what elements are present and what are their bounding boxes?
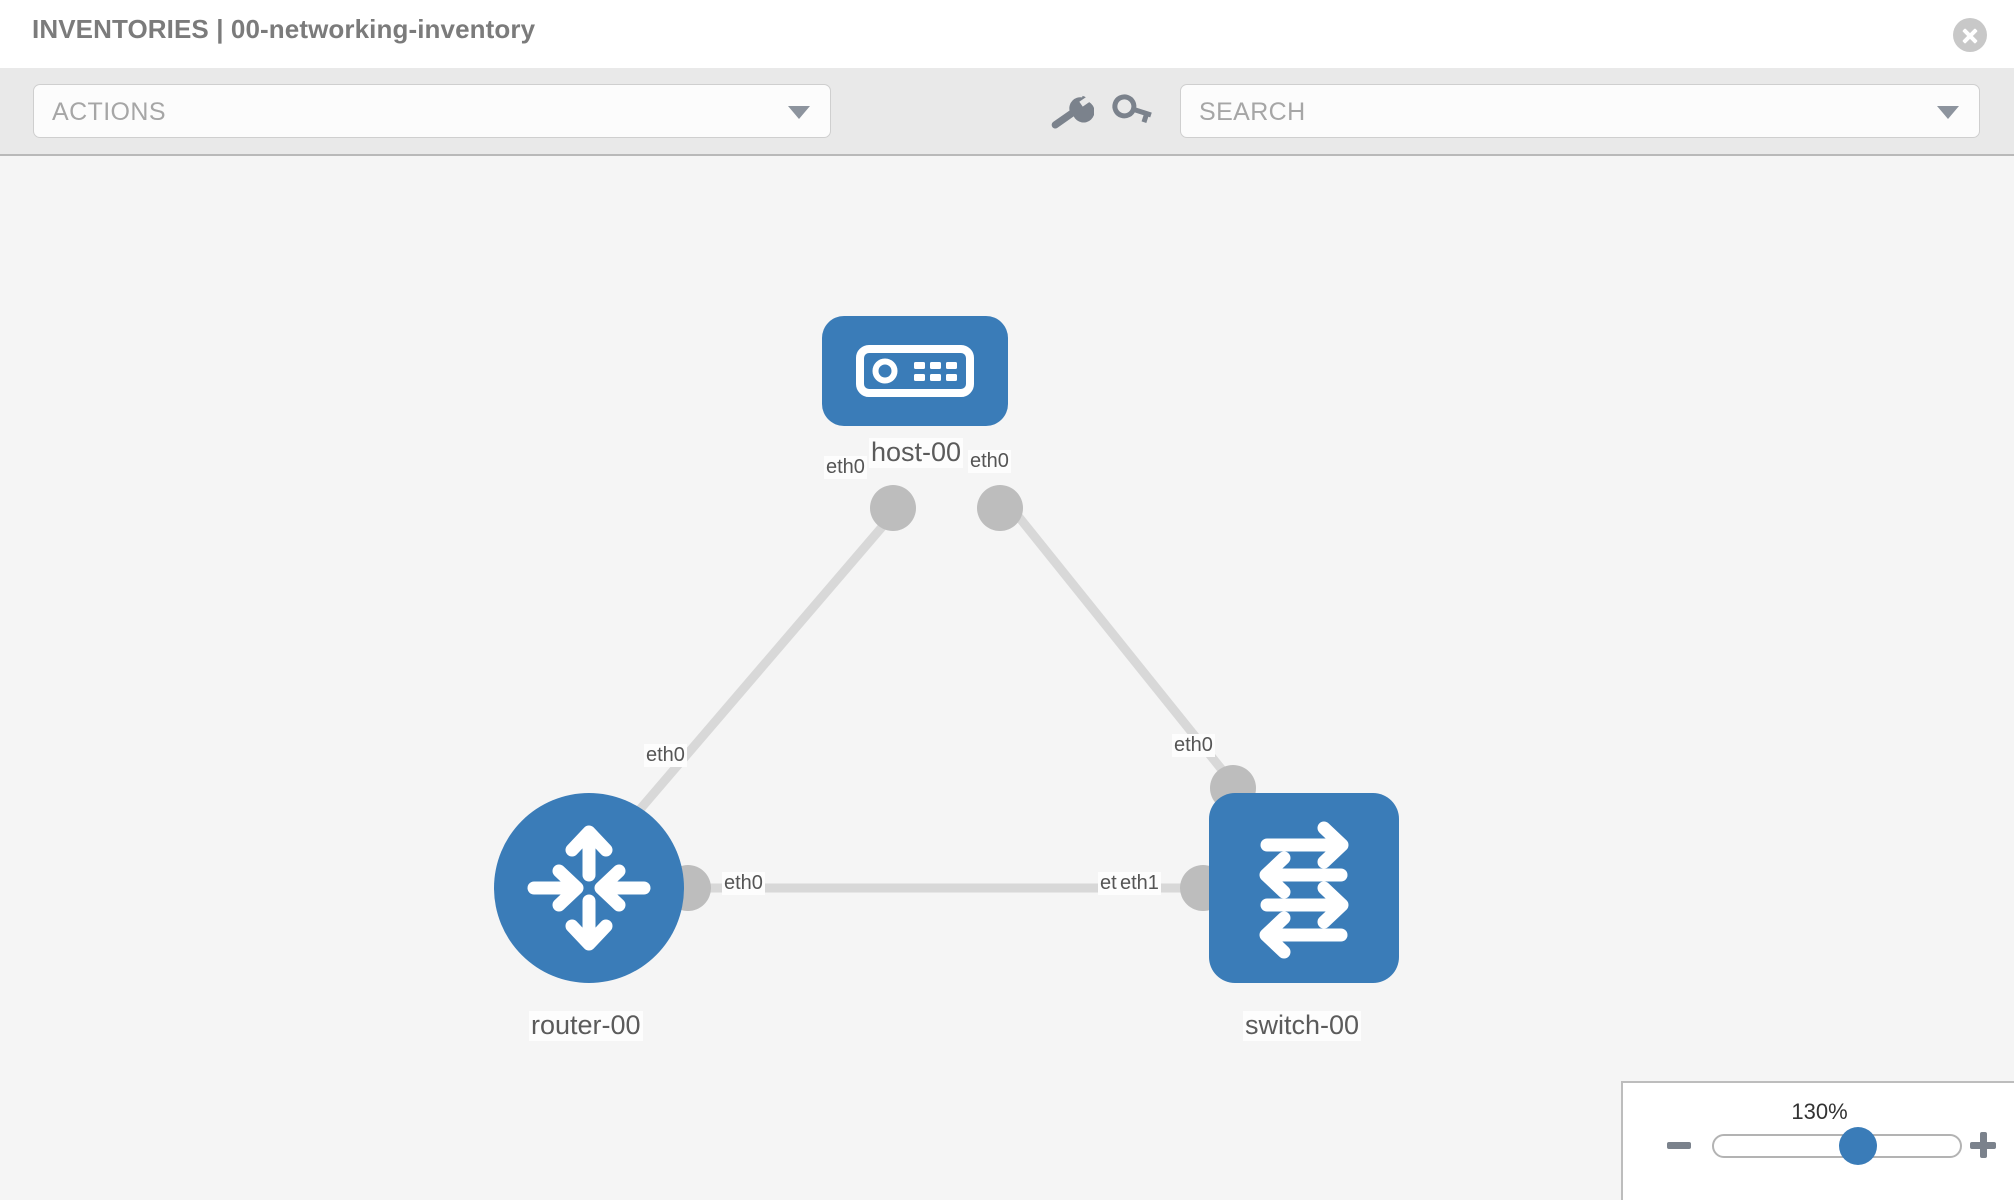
actions-dropdown-label: ACTIONS <box>52 98 166 126</box>
key-icon[interactable] <box>1108 88 1156 136</box>
page-title: INVENTORIES | 00-networking-inventory <box>32 14 536 44</box>
port-label-router-right: eth0 <box>722 872 765 895</box>
port-label-switch-up: eth0 <box>1172 734 1215 757</box>
topology-node-label-switch-00: switch-00 <box>1243 1010 1362 1041</box>
topology-node-switch-00[interactable] <box>1209 793 1399 983</box>
topology-node-router-00[interactable] <box>494 793 684 983</box>
close-icon[interactable] <box>1953 18 1987 52</box>
search-placeholder: SEARCH <box>1199 98 1306 126</box>
port-connector-host-right <box>977 485 1023 531</box>
switch-arrows-icon <box>1259 821 1349 959</box>
port-label-host-left: eth0 <box>824 456 867 479</box>
zoom-level-label: 130% <box>1791 1099 1848 1124</box>
topology-canvas[interactable]: host-00 eth0 eth0 <box>0 156 2014 1200</box>
zoom-in-button[interactable] <box>1970 1132 1996 1158</box>
zoom-control-panel: 130% <box>1621 1081 2014 1200</box>
port-label-router-up: eth0 <box>644 744 687 767</box>
toolbar: ACTIONS SEARCH <box>0 68 2014 156</box>
actions-dropdown[interactable]: ACTIONS <box>33 84 831 138</box>
zoom-slider-track[interactable] <box>1712 1127 1962 1165</box>
port-label-switch-left-b: eth1 <box>1118 872 1161 895</box>
wrench-icon[interactable] <box>1046 88 1095 136</box>
search-input[interactable]: SEARCH <box>1180 84 1980 138</box>
chevron-down-icon <box>788 106 810 119</box>
toolbar-icon-group <box>1046 88 1186 136</box>
router-arrows-icon <box>527 825 651 951</box>
topology-node-label-router-00: router-00 <box>529 1010 643 1041</box>
port-connector-host-left <box>870 485 916 531</box>
port-label-host-right: eth0 <box>968 450 1011 473</box>
link-host-router <box>596 503 904 859</box>
zoom-slider-thumb[interactable] <box>1838 1127 1877 1165</box>
topology-node-label-host-00: host-00 <box>869 437 964 468</box>
zoom-out-button[interactable] <box>1667 1142 1691 1149</box>
chevron-down-icon[interactable] <box>1937 106 1959 119</box>
page-header: INVENTORIES | 00-networking-inventory <box>0 0 2014 68</box>
server-icon <box>856 345 974 397</box>
topology-graph <box>596 485 1256 911</box>
topology-node-host-00[interactable] <box>822 316 1008 426</box>
